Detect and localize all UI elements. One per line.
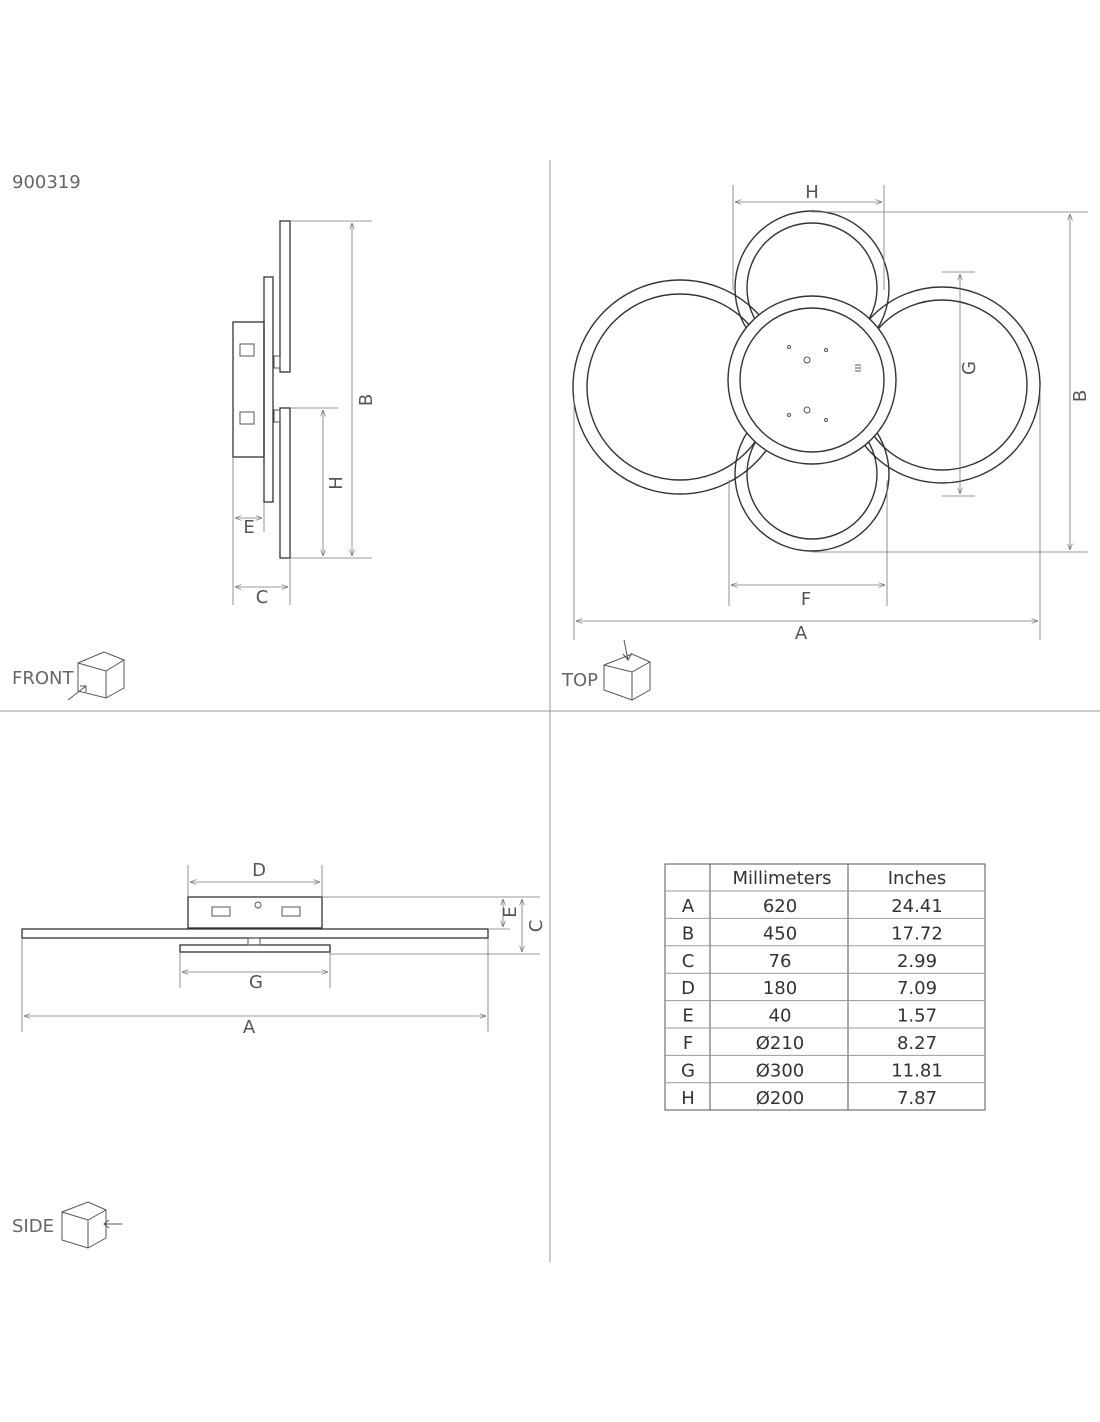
table-cell-inches: 7.09 bbox=[897, 978, 937, 999]
front-view: B H E C bbox=[232, 220, 377, 608]
dim-label-f-top: F bbox=[801, 589, 811, 610]
dim-label-g-top: G bbox=[959, 361, 980, 375]
table-cell-key: B bbox=[682, 923, 694, 944]
side-cube-icon bbox=[61, 1201, 122, 1249]
dim-label-h-top: H bbox=[805, 182, 819, 203]
table-cell-key: F bbox=[683, 1033, 693, 1054]
table-cell-inches: 11.81 bbox=[891, 1060, 943, 1081]
table-cell-mm: 40 bbox=[769, 1006, 792, 1027]
table-cell-inches: 1.57 bbox=[897, 1006, 937, 1027]
table-cell-mm: Ø300 bbox=[756, 1060, 805, 1081]
table-cell-key: D bbox=[681, 978, 695, 999]
table-cell-inches: 7.87 bbox=[897, 1088, 937, 1109]
dim-label-c: C bbox=[256, 587, 269, 608]
dim-label-e-side: E bbox=[500, 906, 521, 917]
side-view: D E C G A bbox=[21, 860, 547, 1038]
table-cell-mm: 620 bbox=[763, 896, 797, 917]
table-row: C 76 2.99 bbox=[682, 951, 937, 972]
dim-label-h: H bbox=[326, 476, 347, 490]
table-cell-mm: Ø210 bbox=[756, 1033, 805, 1054]
table-header-millimeters: Millimeters bbox=[732, 868, 831, 889]
dimensions-table: Millimeters Inches A 620 24.41B 450 17.72C 76… bbox=[664, 863, 986, 1111]
top-view-label: TOP bbox=[561, 670, 598, 691]
table-cell-key: A bbox=[682, 896, 695, 917]
front-view-label: FRONT bbox=[12, 668, 74, 689]
table-cell-mm: 450 bbox=[763, 923, 797, 944]
dim-label-a-side: A bbox=[243, 1017, 256, 1038]
table-row: F Ø210 8.27 bbox=[683, 1033, 937, 1054]
table-row: H Ø200 7.87 bbox=[681, 1088, 937, 1109]
table-row: D 180 7.09 bbox=[681, 978, 937, 999]
table-cell-key: E bbox=[682, 1006, 693, 1027]
table-row: E 40 1.57 bbox=[682, 1006, 937, 1027]
table-cell-key: G bbox=[681, 1060, 695, 1081]
table-cell-inches: 17.72 bbox=[891, 923, 943, 944]
table-row: A 620 24.41 bbox=[682, 896, 943, 917]
dim-label-g-side: G bbox=[249, 972, 263, 993]
side-view-label: SIDE bbox=[12, 1216, 54, 1237]
dim-label-e: E bbox=[243, 517, 254, 538]
table-cell-key: C bbox=[682, 951, 695, 972]
front-cube-icon bbox=[67, 651, 125, 701]
dim-label-c-side: C bbox=[526, 920, 547, 933]
top-view: H B G F A bbox=[572, 182, 1091, 644]
table-row: G Ø300 11.81 bbox=[681, 1060, 943, 1081]
table-cell-mm: 76 bbox=[769, 951, 792, 972]
table-cell-key: H bbox=[681, 1088, 695, 1109]
table-cell-mm: Ø200 bbox=[756, 1088, 805, 1109]
table-header-inches: Inches bbox=[888, 868, 946, 889]
top-cube-icon bbox=[603, 639, 651, 701]
dim-label-d-side: D bbox=[252, 860, 266, 881]
dim-label-a-top: A bbox=[795, 623, 808, 644]
table-cell-mm: 180 bbox=[763, 978, 797, 999]
table-cell-inches: 8.27 bbox=[897, 1033, 937, 1054]
table-row: B 450 17.72 bbox=[682, 923, 943, 944]
table-cell-inches: 2.99 bbox=[897, 951, 937, 972]
dim-label-b: B bbox=[356, 394, 377, 406]
table-cell-inches: 24.41 bbox=[891, 896, 943, 917]
dim-label-b-top: B bbox=[1070, 390, 1091, 402]
model-number: 900319 bbox=[12, 172, 81, 193]
